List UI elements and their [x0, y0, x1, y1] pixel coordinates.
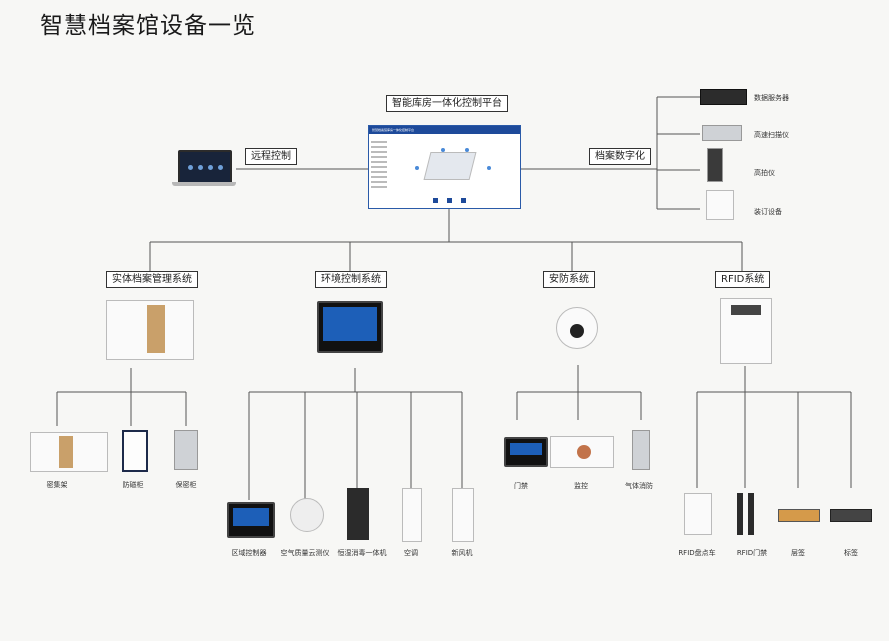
compact-shelving-icon [30, 432, 108, 472]
platform-control-button [447, 198, 452, 203]
device-label: RFID门禁 [736, 549, 768, 557]
storeroom-3d-view [423, 152, 477, 180]
device-label: 新风机 [451, 549, 473, 557]
laptop-base [172, 182, 236, 186]
rfid-gate-icon [737, 493, 743, 535]
device-label: 门禁 [514, 482, 528, 490]
platform-dashboard-screenshot: 智慧档案馆库房一体化控制平台 [368, 125, 521, 209]
safe-cabinet-icon [174, 430, 198, 470]
digital-item-label: 高速扫描仪 [754, 131, 789, 139]
system-label-environment: 环境控制系统 [315, 271, 387, 288]
mobile-shelving-icon [106, 300, 194, 360]
control-panel-icon [317, 301, 383, 353]
scanner-icon [702, 125, 742, 141]
air-quality-sensor-icon [290, 498, 324, 532]
remote-control-label: 远程控制 [245, 148, 297, 165]
digital-item-label: 装订设备 [754, 208, 782, 216]
gas-fire-suppression-icon [632, 430, 650, 470]
device-label: 空调 [404, 549, 418, 557]
system-label-archive: 实体档案管理系统 [106, 271, 198, 288]
dome-camera-icon [556, 307, 598, 349]
rfid-tag-icon [830, 509, 872, 522]
platform-control-button [461, 198, 466, 203]
system-label-rfid: RFID系统 [715, 271, 771, 288]
platform-sidebar [371, 138, 387, 191]
digital-item-label: 高拍仪 [754, 169, 775, 177]
air-conditioner-icon [402, 488, 422, 542]
sensor-dot-icon [415, 166, 419, 170]
rfid-gate-icon [748, 493, 754, 535]
sensor-dot-icon [441, 148, 445, 152]
device-label: 区域控制器 [231, 549, 267, 557]
area-controller-icon [227, 502, 275, 538]
fresh-air-unit-icon [452, 488, 474, 542]
device-label: 监控 [574, 482, 588, 490]
binding-machine-icon [706, 190, 734, 220]
digitization-label: 档案数字化 [589, 148, 651, 165]
device-label: RFID盘点车 [678, 549, 716, 557]
device-label: 层签 [791, 549, 805, 557]
digital-item-label: 数据服务器 [754, 94, 789, 102]
device-label: 恒湿消毒一体机 [337, 549, 387, 557]
device-label: 密集架 [46, 481, 68, 489]
page-title: 智慧档案馆设备一览 [40, 13, 256, 39]
sensor-dot-icon [487, 166, 491, 170]
anti-magnetic-cabinet-icon [122, 430, 148, 472]
device-label: 标签 [844, 549, 858, 557]
device-label: 空气质量云测仪 [280, 549, 330, 557]
server-icon [700, 89, 747, 105]
dehumidifier-sterilizer-icon [347, 488, 369, 540]
access-control-icon [504, 437, 548, 467]
shelf-tag-icon [778, 509, 820, 522]
document-camera-icon [707, 148, 723, 182]
platform-control-button [433, 198, 438, 203]
sensor-dot-icon [465, 148, 469, 152]
system-label-security: 安防系统 [543, 271, 595, 288]
platform-label: 智能库房一体化控制平台 [386, 95, 508, 112]
device-label: 气体消防 [625, 482, 653, 490]
device-label: 防磁柜 [122, 481, 144, 489]
laptop-icon [178, 150, 232, 184]
device-label: 保密柜 [175, 481, 197, 489]
surveillance-camera-icon [550, 436, 614, 468]
rfid-inventory-cart-icon [684, 493, 712, 535]
rfid-station-icon [720, 298, 772, 364]
platform-screen-title: 智慧档案馆库房一体化控制平台 [369, 126, 520, 134]
